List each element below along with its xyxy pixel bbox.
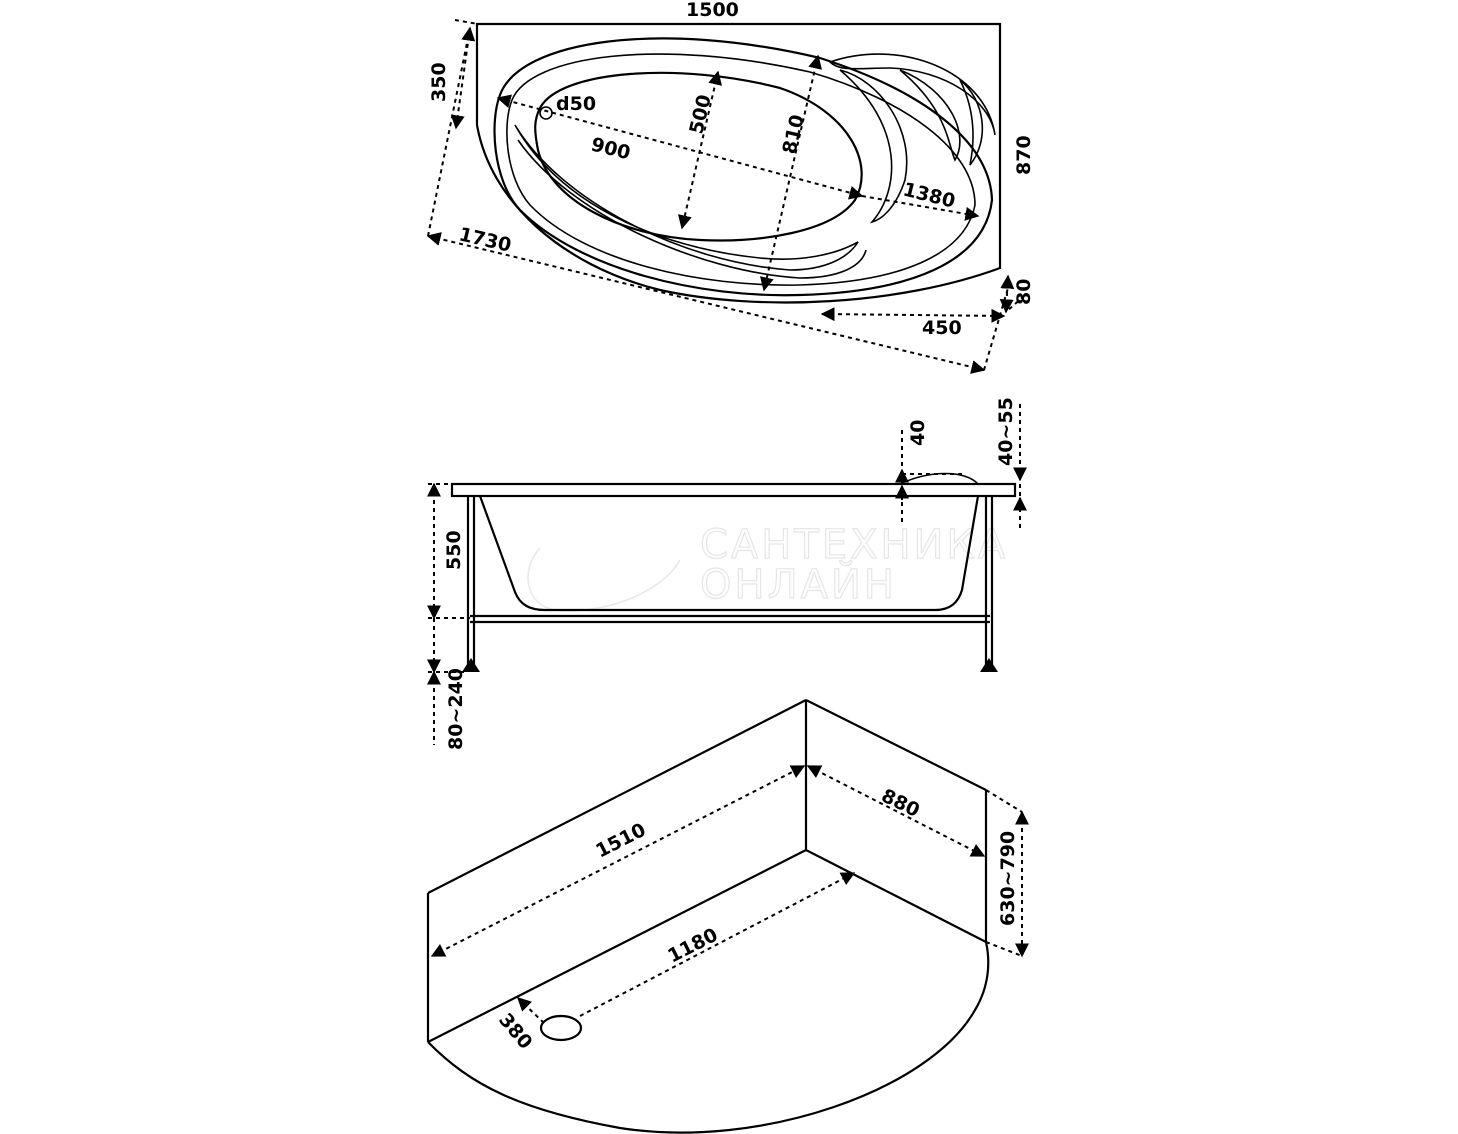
plan-ledge-lower [514, 124, 859, 271]
panel-curved-front [427, 941, 990, 1134]
dim-450-line [820, 307, 1006, 323]
drain-label: d50 [556, 93, 596, 115]
dim-870-label: 870 [1013, 135, 1035, 175]
dim-40-label: 40 [907, 420, 929, 446]
panel-bottom-long-edge [427, 849, 807, 1043]
panel-bottom-short-edge [805, 849, 987, 943]
dim-1730-label: 1730 [457, 223, 513, 256]
dim-40-55-label: 40~55 [995, 397, 1017, 466]
dim-80-label: 80 [1013, 279, 1035, 305]
dim-1730-line [426, 232, 986, 374]
plan-seat-1 [828, 53, 996, 136]
side-basin [478, 495, 980, 612]
panel-top-short-edge [805, 699, 987, 791]
dim-1500-label: 1500 [686, 0, 739, 21]
foot-right-icon [980, 658, 998, 672]
drain-icon [539, 106, 553, 120]
watermark-line1: САНТЕХНИКА [700, 522, 1008, 568]
dim-880-label: 880 [878, 785, 923, 822]
dim-350-label: 350 [428, 62, 450, 102]
dim-380-label: 380 [494, 1009, 536, 1054]
watermark-line2: ОНЛАЙН [700, 560, 897, 608]
dim-880-line [806, 765, 986, 857]
dim-1180-label: 1180 [664, 924, 721, 968]
plan-seat-3 [899, 69, 961, 162]
dim-80-line [999, 274, 1015, 314]
foot-left-icon [462, 658, 480, 672]
dim-810-label: 810 [778, 113, 808, 157]
side-rim [450, 482, 1017, 498]
dim-500-label: 500 [685, 93, 715, 137]
plan-seat-2 [839, 69, 908, 224]
plan-view: 350 1500 900 1380 d50 500 810 870 1730 4… [426, 0, 1035, 374]
dim-550-label: 550 [443, 530, 465, 570]
drain-hole-icon [539, 1014, 583, 1042]
dim-350-line [450, 26, 476, 130]
dim-1380-line [861, 195, 980, 221]
dim-380-line [516, 997, 546, 1025]
dim-1380-label: 1380 [901, 179, 958, 213]
panel-view: 1510 880 1180 380 630~790 [426, 699, 1029, 1134]
dim-1510-line [430, 765, 806, 957]
dim-1510-label: 1510 [592, 819, 649, 863]
dim-500-line [678, 70, 722, 230]
dim-450-label: 450 [922, 317, 962, 339]
dim-80-240-label: 80~240 [445, 668, 467, 750]
panel-top-long-edge [427, 699, 807, 894]
plan-seat-4 [959, 79, 984, 166]
side-view: САНТЕХНИКА ОНЛАЙН 550 80~240 40 40~55 [427, 397, 1027, 750]
dim-1180-line [579, 872, 856, 1017]
dim-630-790-label: 630~790 [997, 831, 1019, 926]
headrest-bump [899, 472, 979, 485]
dim-900-label: 900 [589, 134, 633, 165]
